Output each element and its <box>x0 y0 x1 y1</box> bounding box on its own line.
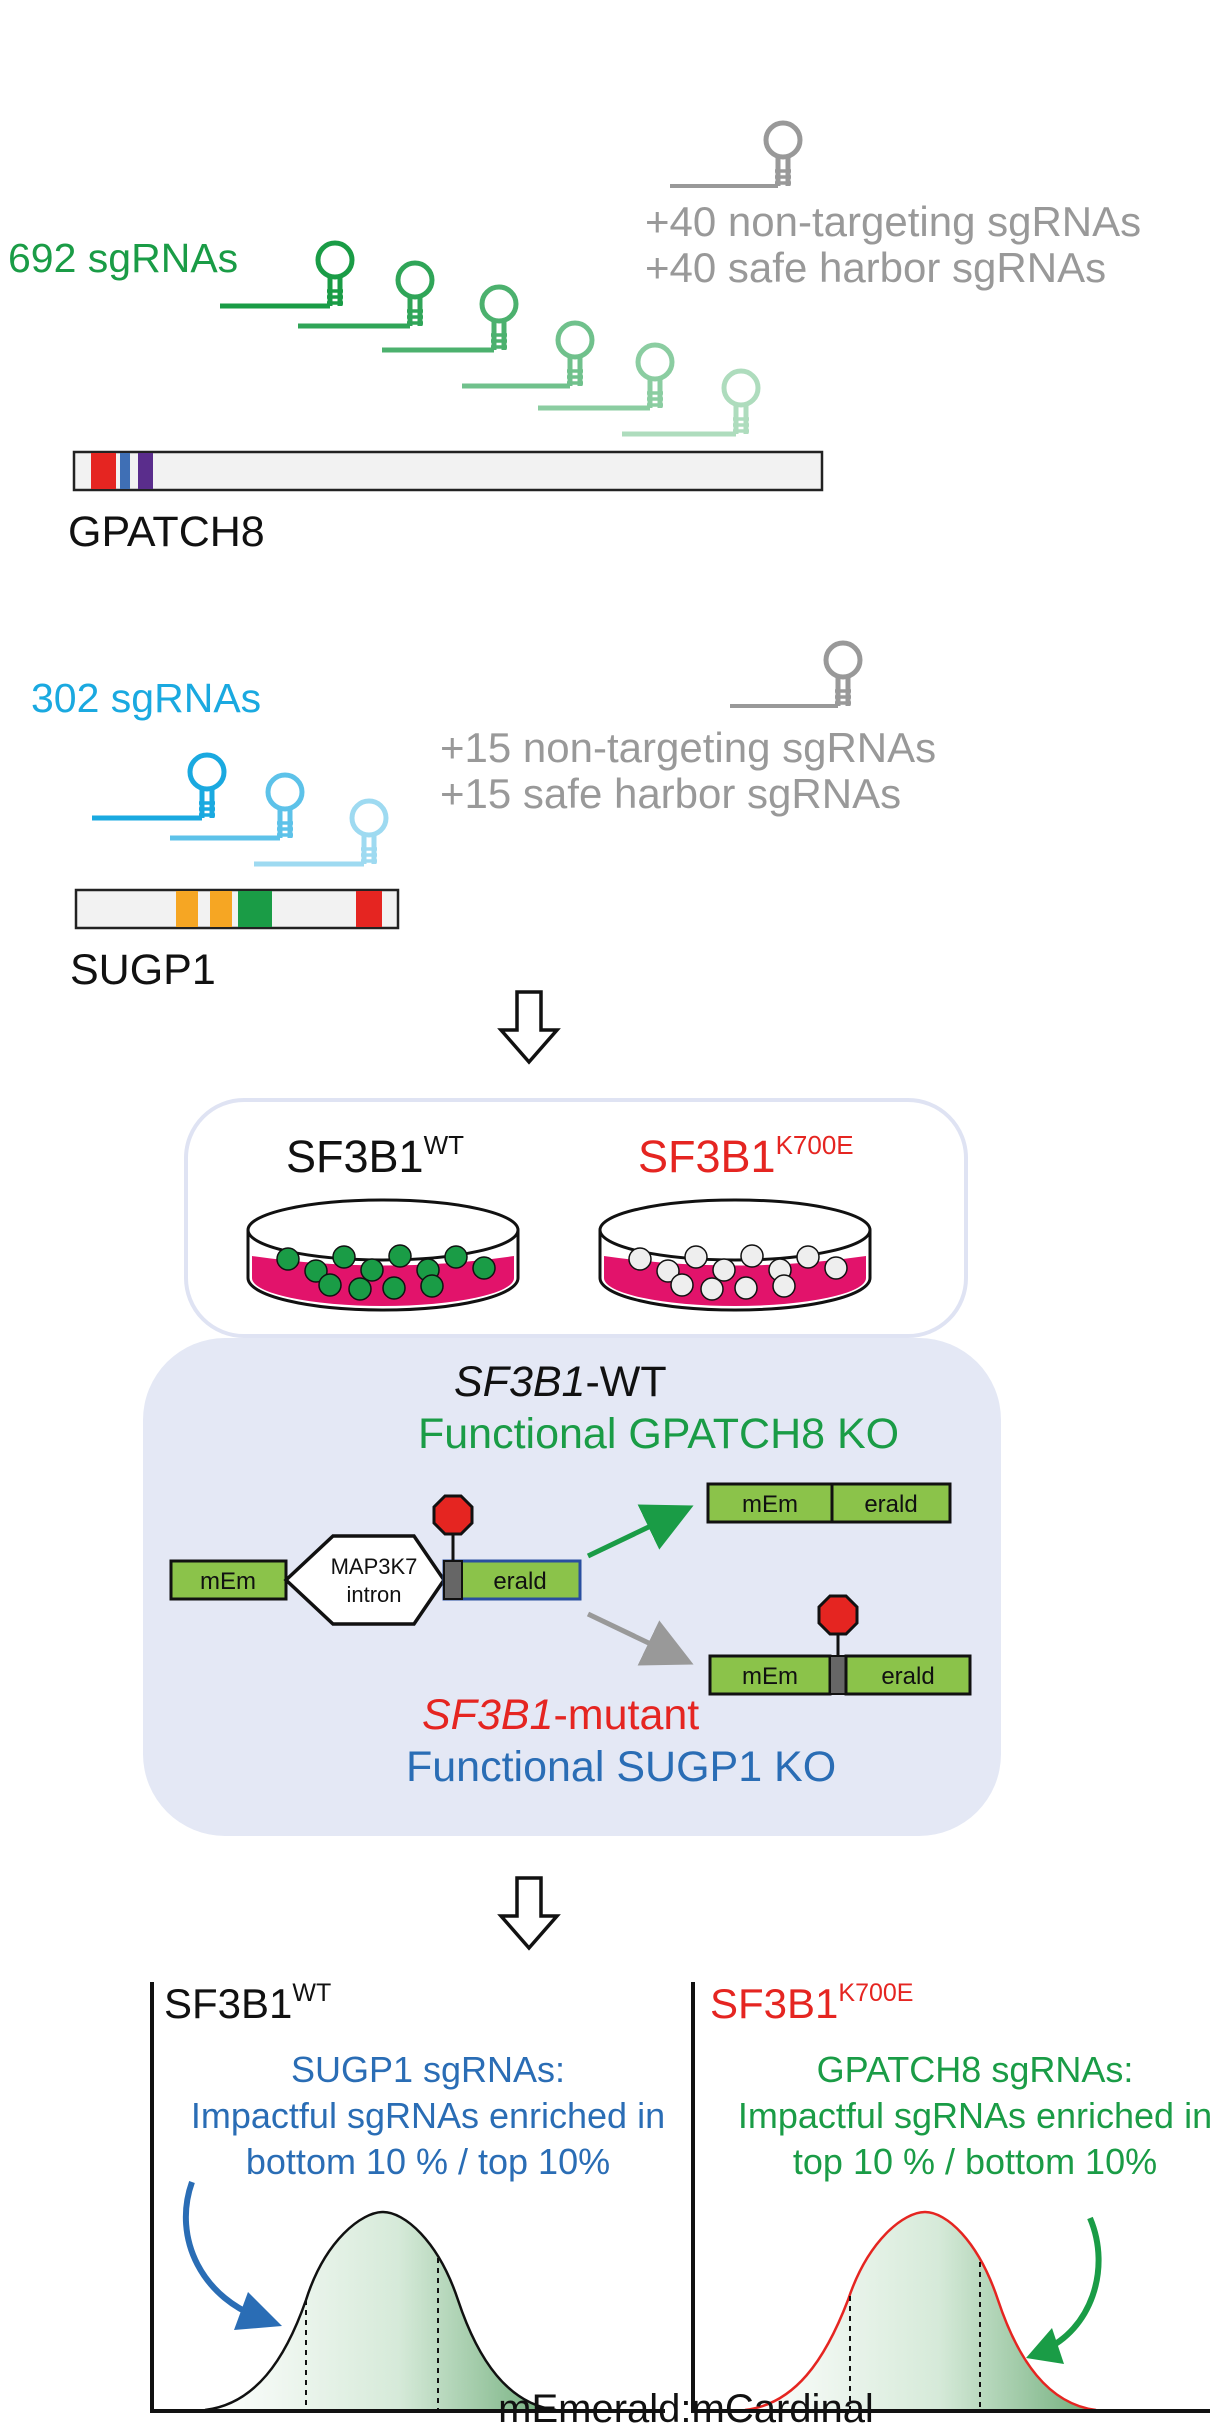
mutant-reporter-title: SF3B1-mutant <box>422 1691 699 1739</box>
readout-wt-title: SF3B1WT <box>164 1979 331 2027</box>
cryptic-exon-marker <box>443 1560 463 1600</box>
cell-lines-panel: SF3B1WT SF3B1K700E <box>184 1098 968 1338</box>
wt-distribution-curve <box>204 2210 557 2412</box>
wt-reporter-title: SF3B1-WT <box>454 1358 667 1406</box>
gpatch8-control-safe-harbor: +40 safe harbor sgRNAs <box>645 244 1106 291</box>
wt-distribution-fill <box>205 2212 556 2410</box>
sugp1-protein-bar <box>74 888 400 930</box>
sugp1-domain-orange-1 <box>176 891 198 927</box>
x-axis-label: mEmerald:mCardinal <box>498 2387 874 2423</box>
functional-reporter-product: mEm erald <box>706 1482 952 1524</box>
gpatch8-domain-red <box>91 453 116 489</box>
mutant-reporter-outcome: Functional SUGP1 KO <box>406 1743 836 1791</box>
sugp1-control-safe-harbor: +15 safe harbor sgRNAs <box>440 770 901 817</box>
gpatch8-domain-purple <box>138 453 153 489</box>
sugp1-guide-1 <box>92 755 224 821</box>
sugp1-library: 302 sgRNAs +15 non-targeting sgRNAs +15 … <box>31 643 936 994</box>
gpatch8-guide-5 <box>538 345 672 411</box>
gpatch8-control-non-targeting: +40 non-targeting sgRNAs <box>645 198 1141 245</box>
mutant-distribution-fill <box>745 2212 1096 2410</box>
sugp1-guide-2 <box>170 775 302 841</box>
reporter-minigene: mEm MAP3K7 intron erald <box>169 1494 582 1626</box>
sugp1-guide-3 <box>254 801 386 867</box>
reporter-panel: SF3B1-WT Functional GPATCH8 KO mEm MAP3K… <box>143 1338 1001 1836</box>
readout-wt-line-2: Impactful sgRNAs enriched in <box>191 2095 665 2136</box>
readout-mutant-title: SF3B1K700E <box>710 1979 913 2027</box>
sugp1-control-non-targeting: +15 non-targeting sgRNAs <box>440 724 936 771</box>
mutant-cell-label: SF3B1K700E <box>638 1130 854 1182</box>
readout-wt-line-1: SUGP1 sgRNAs: <box>291 2049 565 2090</box>
gpatch8-guide-6 <box>622 371 758 437</box>
gpatch8-guide-4 <box>462 323 592 389</box>
reporter-cassette-box <box>442 1559 582 1601</box>
readout-mutant-panel: SF3B1K700E GPATCH8 sgRNAs: Impactful sgR… <box>691 1979 1212 2413</box>
sugp1-control-guide <box>730 643 860 706</box>
down-arrow-icon <box>497 990 561 1065</box>
reporter-exon-erald-label: erald <box>493 1568 546 1595</box>
mutant-culture-dish <box>598 1198 872 1312</box>
product-erald-label: erald <box>864 1491 917 1518</box>
arrow-to-functional-product <box>586 1504 694 1559</box>
down-arrow-icon-2 <box>497 1876 561 1951</box>
reporter-exon-mem <box>169 1559 288 1601</box>
sugp1-sgrna-count: 302 sgRNAs <box>31 675 261 721</box>
arrow-to-truncated-product <box>586 1611 694 1666</box>
mutant-enrichment-arrowhead <box>1026 2328 1064 2364</box>
intron-label-line1: MAP3K7 <box>331 1554 418 1579</box>
wt-culture-dish <box>246 1198 520 1312</box>
gpatch8-gene-label: GPATCH8 <box>68 508 265 556</box>
intron-label-line2: intron <box>346 1582 401 1607</box>
gpatch8-guide-1 <box>220 243 352 309</box>
readout-mutant-line-2: Impactful sgRNAs enriched in <box>738 2095 1212 2136</box>
truncated-mem-label: mEm <box>742 1663 798 1690</box>
truncated-erald-label: erald <box>881 1663 934 1690</box>
gpatch8-guide-2 <box>298 263 432 329</box>
wt-cell-label: SF3B1WT <box>286 1130 464 1182</box>
gpatch8-sgrna-count: 692 sgRNAs <box>8 235 238 281</box>
readout-mutant-line-1: GPATCH8 sgRNAs: <box>817 2049 1134 2090</box>
wt-reporter-outcome: Functional GPATCH8 KO <box>418 1410 899 1458</box>
readout-wt-panel: SF3B1WT SUGP1 sgRNAs: Impactful sgRNAs e… <box>150 1979 665 2413</box>
gpatch8-control-guide <box>670 123 800 186</box>
mutant-enrichment-arrow <box>1042 2216 1102 2353</box>
readout-mutant-line-3: top 10 % / bottom 10% <box>793 2141 1157 2182</box>
sugp1-domain-orange-2 <box>210 891 232 927</box>
wt-enrichment-arrowhead <box>234 2292 282 2330</box>
sugp1-domain-red <box>356 891 382 927</box>
gpatch8-library: 692 sgRNAs +40 non-targeti <box>8 123 1141 556</box>
truncated-reporter-product: mEm erald <box>708 1594 972 1696</box>
sugp1-gene-label: SUGP1 <box>70 946 216 994</box>
stop-codon-icon-2 <box>817 1594 859 1636</box>
readout-wt-line-3: bottom 10 % / top 10% <box>246 2141 610 2182</box>
gpatch8-guide-3 <box>382 287 516 353</box>
product-mem-label: mEm <box>742 1491 798 1518</box>
gpatch8-domain-blue <box>120 453 130 489</box>
sugp1-domain-green <box>238 891 272 927</box>
gpatch8-protein-bar <box>72 450 824 492</box>
mutant-distribution-curve <box>744 2210 1097 2412</box>
stop-codon-icon <box>432 1494 474 1536</box>
reporter-exon-mem-label: mEm <box>200 1568 256 1595</box>
